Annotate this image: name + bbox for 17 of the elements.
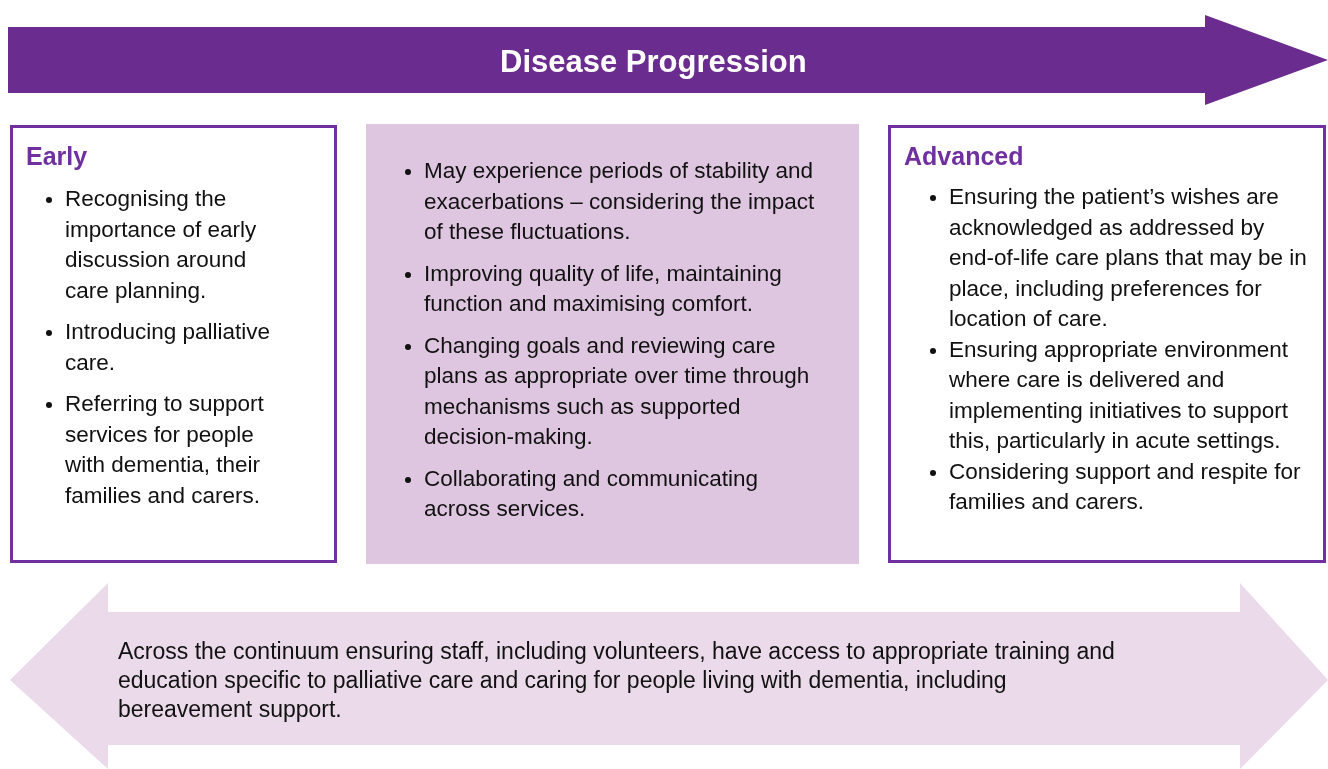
- box-heading: Advanced: [904, 142, 1024, 171]
- stage-panel: [366, 124, 859, 564]
- arrow-label: Disease Progression: [500, 44, 807, 80]
- stage-box: [888, 125, 1326, 563]
- arrow-text: Across the continuum ensuring staff, including volunteers, have access to appropriate training and education specific to palliative care and caring for people living with dementia, including bereavement support.: [118, 637, 1116, 724]
- bullet-text: Referring to support services for people with dementia, their families and carers.: [65, 391, 264, 508]
- bullet-text: May experience periods of stability and exacerbations – considering the impact of these fluctuations.: [424, 158, 815, 244]
- stage-box: [10, 125, 337, 563]
- bullet-text: Introducing palliative care.: [65, 319, 271, 375]
- bullet-text: Collaborating and communicating across services.: [424, 465, 758, 521]
- bullet-text: Considering support and respite for families and carers.: [949, 458, 1301, 514]
- bullet-text: Recognising the importance of early discussion around care planning.: [65, 186, 257, 303]
- bullet-text: Improving quality of life, maintaining function and maximising comfort.: [424, 260, 782, 316]
- box-heading: Early: [26, 142, 88, 171]
- bullet-text: Ensuring appropriate environment where care is delivered and implementing initiatives to support this, particularly in acute settings.: [949, 336, 1288, 453]
- bullet-text: Changing goals and reviewing care plans as appropriate over time through mechanisms such as supported decision-making.: [424, 332, 810, 449]
- bullet-text: Ensuring the patient’s wishes are acknowledged as addressed by end-of-life care plans that may be in place, including preferences for location of care.: [949, 184, 1307, 331]
